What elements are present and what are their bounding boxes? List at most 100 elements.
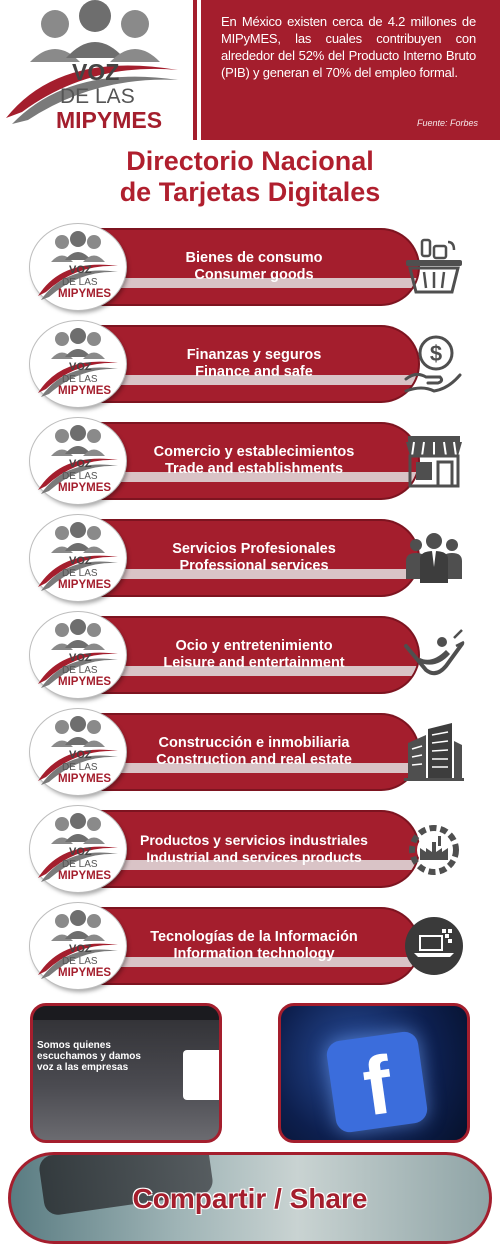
mini-logo-line2: DE LAS (62, 665, 98, 676)
category-card-4[interactable]: Servicios Profesionales Professional ser… (30, 515, 500, 601)
category-card-7[interactable]: Productos y servicios industriales Indus… (30, 806, 500, 892)
mini-logo-line3: MIPYMES (58, 482, 111, 494)
mini-logo-line1: VOZ (69, 943, 92, 955)
website-thumbnail[interactable]: Somos quienes escuchamos y damos voz a l… (30, 1003, 222, 1143)
mini-logo-line3: MIPYMES (58, 870, 111, 882)
category-logo-badge: VOZ DE LAS MIPYMES (30, 612, 126, 698)
mini-logo-line1: VOZ (69, 458, 92, 470)
mini-logo-icon: VOZ DE LAS MIPYMES (38, 425, 118, 494)
hammock-icon (402, 624, 466, 686)
pill-stripe (100, 278, 418, 288)
pill-stripe (100, 957, 418, 967)
category-label-en: Construction and real estate (156, 752, 352, 768)
category-card-3[interactable]: Comercio y establecimientos Trade and es… (30, 418, 500, 504)
category-logo-badge: VOZ DE LAS MIPYMES (30, 709, 126, 795)
page-title: Directorio Nacional de Tarjetas Digitale… (0, 146, 500, 208)
pill-stripe (100, 472, 418, 482)
mini-logo-line1: VOZ (69, 555, 92, 567)
category-label-en: Information technology (173, 946, 335, 962)
pill-stripe (100, 860, 418, 870)
category-label-es: Ocio y entretenimiento (175, 638, 333, 654)
category-label-en: Finance and safe (195, 364, 313, 380)
mini-logo-line3: MIPYMES (58, 773, 111, 785)
category-label-en: Trade and establishments (164, 461, 344, 477)
mini-logo-line3: MIPYMES (58, 676, 111, 688)
mini-logo-icon: VOZ DE LAS MIPYMES (38, 328, 118, 397)
mini-logo-line2: DE LAS (62, 956, 98, 967)
category-pill[interactable]: Tecnologías de la Información Informatio… (100, 909, 418, 983)
category-logo-badge: VOZ DE LAS MIPYMES (30, 515, 126, 601)
category-card-2[interactable]: Finanzas y seguros Finance and safe VOZ … (30, 321, 500, 407)
category-label-es: Productos y servicios industriales (140, 831, 368, 848)
category-label: Ocio y entretenimiento Leisure and enter… (100, 618, 408, 692)
category-label: Servicios Profesionales Professional ser… (100, 521, 408, 595)
mini-logo-line2: DE LAS (62, 374, 98, 385)
share-label: Compartir / Share (132, 1183, 368, 1214)
mini-logo-icon: VOZ DE LAS MIPYMES (38, 231, 118, 300)
category-label: Bienes de consumo Consumer goods (100, 230, 408, 304)
business-people-icon (402, 527, 466, 589)
storefront-icon (402, 430, 466, 492)
info-box: En México existen cerca de 4.2 millones … (197, 0, 500, 140)
mini-logo-line1: VOZ (69, 846, 92, 858)
category-label-en: Professional services (179, 558, 329, 574)
category-pill[interactable]: Bienes de consumo Consumer goods (100, 230, 418, 304)
category-pill[interactable]: Construcción e inmobiliaria Construction… (100, 715, 418, 789)
category-label-es: Finanzas y seguros (186, 347, 322, 363)
info-source: Fuente: Forbes (416, 118, 478, 128)
category-label-es: Comercio y establecimientos (153, 444, 355, 460)
category-label-en: Industrial and services products (146, 849, 362, 865)
header-logo: VOZ DE LAS MIPYMES (0, 0, 185, 142)
pill-stripe (100, 763, 418, 773)
mini-logo-line2: DE LAS (62, 762, 98, 773)
category-label: Finanzas y seguros Finance and safe (100, 327, 408, 401)
building-icon (402, 721, 466, 783)
category-logo-badge: VOZ DE LAS MIPYMES (30, 321, 126, 407)
category-logo-badge: VOZ DE LAS MIPYMES (30, 224, 126, 310)
category-pill[interactable]: Servicios Profesionales Professional ser… (100, 521, 418, 595)
mini-logo-icon: VOZ DE LAS MIPYMES (38, 716, 118, 785)
mini-logo-icon: VOZ DE LAS MIPYMES (38, 619, 118, 688)
category-label: Construcción e inmobiliaria Construction… (100, 715, 408, 789)
mini-logo-line1: VOZ (69, 264, 92, 276)
logo-line1: VOZ (72, 59, 119, 85)
logo-line3: MIPYMES (56, 107, 162, 133)
mini-logo-icon: VOZ DE LAS MIPYMES (38, 910, 118, 979)
category-label-es: Servicios Profesionales (172, 541, 336, 557)
mini-logo-line3: MIPYMES (58, 579, 111, 591)
factory-gear-icon (402, 818, 466, 880)
category-card-8[interactable]: Tecnologías de la Información Informatio… (30, 903, 500, 989)
mini-logo-line2: DE LAS (62, 471, 98, 482)
mini-logo-line2: DE LAS (62, 277, 98, 288)
category-card-1[interactable]: Bienes de consumo Consumer goods VOZ DE … (30, 224, 500, 310)
category-logo-badge: VOZ DE LAS MIPYMES (30, 418, 126, 504)
grocery-basket-icon (402, 236, 466, 298)
category-label-es: Bienes de consumo (185, 250, 323, 266)
website-headline: Somos quienes escuchamos y damos voz a l… (37, 1040, 141, 1073)
share-button[interactable]: Compartir / Share (8, 1152, 492, 1244)
category-pill[interactable]: Ocio y entretenimiento Leisure and enter… (100, 618, 418, 692)
hand-dollar-icon: $ (402, 333, 466, 395)
category-pill[interactable]: Finanzas y seguros Finance and safe (100, 327, 418, 401)
category-label-en: Consumer goods (194, 267, 314, 283)
svg-text:$: $ (430, 341, 442, 366)
category-label: Productos y servicios industriales Indus… (100, 812, 408, 886)
mini-logo-line3: MIPYMES (58, 288, 111, 300)
category-label-en: Leisure and entertainment (163, 655, 345, 671)
page-title-line2: de Tarjetas Digitales (119, 177, 381, 207)
pill-stripe (100, 569, 418, 579)
pill-stripe (100, 375, 418, 385)
mini-logo-icon: VOZ DE LAS MIPYMES (38, 522, 118, 591)
category-card-5[interactable]: Ocio y entretenimiento Leisure and enter… (30, 612, 500, 698)
laptop-icon (402, 915, 466, 977)
facebook-thumbnail[interactable]: f (278, 1003, 470, 1143)
mini-logo-line1: VOZ (69, 361, 92, 373)
category-card-6[interactable]: Construcción e inmobiliaria Construction… (30, 709, 500, 795)
mini-logo-line3: MIPYMES (58, 967, 111, 979)
category-pill[interactable]: Comercio y establecimientos Trade and es… (100, 424, 418, 498)
website-logo-icon (183, 1050, 219, 1100)
facebook-letter: f (357, 1039, 398, 1134)
category-pill[interactable]: Productos y servicios industriales Indus… (100, 812, 418, 886)
category-label: Tecnologías de la Información Informatio… (100, 909, 408, 983)
mini-logo-line2: DE LAS (62, 568, 98, 579)
